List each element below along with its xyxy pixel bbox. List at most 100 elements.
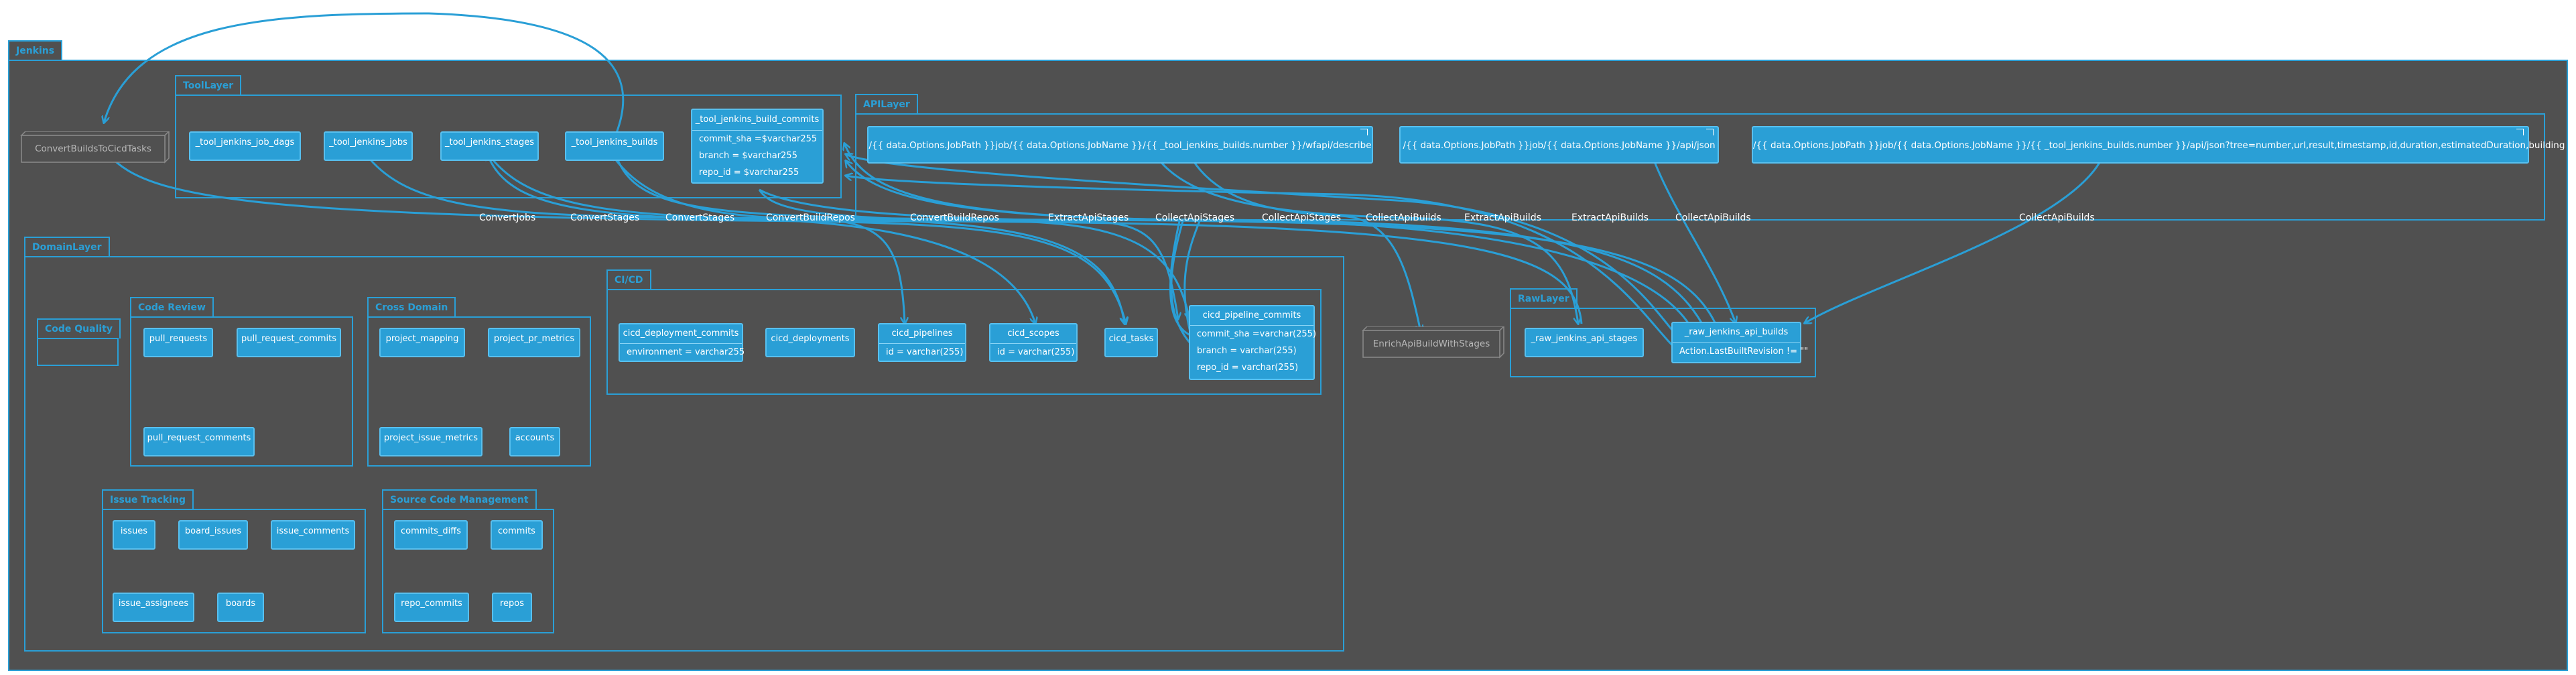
table-raw-jenkins-api-builds[interactable]: _raw_jenkins_api_builds Action.LastBuilt… bbox=[1671, 322, 1809, 363]
table-title: pull_request_comments bbox=[147, 433, 251, 443]
table-title: boards bbox=[225, 599, 256, 609]
table-repos[interactable]: repos bbox=[492, 593, 532, 622]
table-field: repo_id = varchar(255) bbox=[1197, 363, 1299, 373]
api-endpoint-json[interactable]: /{{ data.Options.JobPath }}job/{{ data.O… bbox=[1399, 126, 1719, 164]
table-tool-jenkins-jobs[interactable]: _tool_jenkins_jobs bbox=[324, 131, 413, 161]
table-title: repos bbox=[499, 599, 525, 609]
table-pull-requests[interactable]: pull_requests bbox=[143, 328, 213, 357]
edge-label-extract-api-stages: ExtractApiStages bbox=[1048, 212, 1129, 223]
table-project-mapping[interactable]: project_mapping bbox=[379, 328, 465, 357]
table-title: commits_diffs bbox=[400, 526, 461, 536]
edge-label-collect-api-builds-2: CollectApiBuilds bbox=[1675, 212, 1751, 223]
table-divider bbox=[620, 343, 742, 344]
package-tab-rawlayer: RawLayer bbox=[1510, 288, 1577, 308]
table-title: _tool_jenkins_stages bbox=[445, 137, 534, 147]
table-title: board_issues bbox=[184, 526, 242, 536]
table-cicd-deployments[interactable]: cicd_deployments bbox=[765, 328, 855, 357]
table-issues[interactable]: issues bbox=[113, 520, 155, 550]
edge-label-extract-api-builds-2: ExtractApiBuilds bbox=[1571, 212, 1649, 223]
table-title: pull_request_commits bbox=[241, 334, 337, 344]
table-field: commit_sha =$varchar255 bbox=[699, 134, 818, 144]
table-issue-assignees[interactable]: issue_assignees bbox=[113, 593, 194, 622]
edge-label-convert-build-repos-2: ConvertBuildRepos bbox=[910, 212, 999, 223]
package-tab-code-review: Code Review bbox=[130, 297, 214, 317]
table-cicd-pipelines[interactable]: cicd_pipelines id = varchar(255) bbox=[878, 323, 966, 362]
table-field: id = varchar(255) bbox=[886, 347, 964, 357]
package-tab-toollayer: ToolLayer bbox=[175, 75, 242, 95]
table-title: issues bbox=[120, 526, 148, 536]
table-repo-commits[interactable]: repo_commits bbox=[394, 593, 469, 622]
table-tool-jenkins-builds[interactable]: _tool_jenkins_builds bbox=[565, 131, 664, 161]
package-tab-apilayer: APILayer bbox=[855, 94, 918, 114]
table-title: repo_commits bbox=[401, 599, 462, 609]
package-tab-jenkins: Jenkins bbox=[8, 40, 63, 60]
table-commits-diffs[interactable]: commits_diffs bbox=[394, 520, 468, 550]
edge-label-convert-stages-1: ConvertStages bbox=[570, 212, 640, 223]
table-tool-jenkins-build-commits[interactable]: _tool_jenkins_build_commits commit_sha =… bbox=[691, 109, 824, 184]
edge-label-collect-api-stages-2: CollectApiStages bbox=[1262, 212, 1342, 223]
table-pull-request-commits[interactable]: pull_request_commits bbox=[237, 328, 341, 357]
table-cicd-tasks[interactable]: cicd_tasks bbox=[1104, 328, 1158, 357]
package-tab-domainlayer: DomainLayer bbox=[24, 237, 110, 257]
api-endpoint-wfapi-describe[interactable]: /{{ data.Options.JobPath }}job/{{ data.O… bbox=[867, 126, 1373, 164]
table-title: commits bbox=[498, 526, 535, 536]
api-endpoint-label: /{{ data.Options.JobPath }}job/{{ data.O… bbox=[1403, 140, 1716, 151]
table-divider bbox=[1673, 342, 1800, 343]
table-title: cicd_pipelines bbox=[891, 328, 953, 339]
table-title: pull_requests bbox=[149, 334, 208, 344]
table-issue-comments[interactable]: issue_comments bbox=[271, 520, 355, 550]
table-divider bbox=[990, 343, 1076, 344]
table-accounts[interactable]: accounts bbox=[509, 427, 560, 456]
table-title: _raw_jenkins_api_builds bbox=[1684, 327, 1789, 337]
edge-label-convert-jobs: ConvertJobs bbox=[479, 212, 536, 223]
table-title: _raw_jenkins_api_stages bbox=[1531, 334, 1638, 344]
package-tab-cicd: CI/CD bbox=[606, 269, 651, 290]
table-title: cicd_deployment_commits bbox=[623, 328, 739, 339]
table-boards[interactable]: boards bbox=[217, 593, 264, 622]
table-title: project_mapping bbox=[385, 334, 459, 344]
table-title: cicd_pipeline_commits bbox=[1202, 310, 1301, 320]
table-divider bbox=[1190, 325, 1313, 326]
table-cicd-pipeline-commits[interactable]: cicd_pipeline_commits commit_sha =varcha… bbox=[1189, 305, 1317, 380]
table-title: project_issue_metrics bbox=[383, 433, 478, 443]
node-convert-builds-to-cicd-tasks bbox=[20, 131, 170, 164]
package-code-quality bbox=[37, 338, 119, 366]
table-board-issues[interactable]: board_issues bbox=[178, 520, 248, 550]
table-cicd-scopes[interactable]: cicd_scopes id = varchar(255) bbox=[989, 323, 1078, 362]
table-field: id = varchar(255) bbox=[997, 347, 1075, 357]
table-field: branch = $varchar255 bbox=[699, 151, 797, 161]
table-title: project_pr_metrics bbox=[493, 334, 575, 344]
table-commits[interactable]: commits bbox=[491, 520, 543, 550]
table-field: Action.LastBuiltRevision != "" bbox=[1679, 347, 1809, 357]
package-tab-scm: Source Code Management bbox=[382, 489, 537, 509]
table-raw-jenkins-api-stages[interactable]: _raw_jenkins_api_stages bbox=[1525, 328, 1644, 357]
package-tab-issue-tracking: Issue Tracking bbox=[102, 489, 194, 509]
node-label-enrich: EnrichApiBuildWithStages bbox=[1372, 339, 1490, 349]
table-divider bbox=[879, 343, 965, 344]
table-title: _tool_jenkins_jobs bbox=[329, 137, 407, 147]
table-project-issue-metrics[interactable]: project_issue_metrics bbox=[379, 427, 482, 456]
table-pull-request-comments[interactable]: pull_request_comments bbox=[143, 427, 255, 456]
table-cicd-deployment-commits[interactable]: cicd_deployment_commits environment = va… bbox=[619, 323, 745, 362]
table-tool-jenkins-stages[interactable]: _tool_jenkins_stages bbox=[440, 131, 539, 161]
api-endpoint-label: /{{ data.Options.JobPath }}job/{{ data.O… bbox=[1753, 140, 2565, 151]
api-endpoint-tree[interactable]: /{{ data.Options.JobPath }}job/{{ data.O… bbox=[1752, 126, 2565, 164]
table-title: issue_assignees bbox=[118, 599, 189, 609]
node-enrich-api-build-with-stages bbox=[1362, 326, 1505, 359]
edge-label-extract-api-builds-1: ExtractApiBuilds bbox=[1464, 212, 1541, 223]
edge-label-collect-api-builds-3: CollectApiBuilds bbox=[2019, 212, 2095, 223]
edge-label-convert-build-repos-1: ConvertBuildRepos bbox=[766, 212, 855, 223]
table-project-pr-metrics[interactable]: project_pr_metrics bbox=[488, 328, 580, 357]
table-title: cicd_deployments bbox=[771, 334, 850, 344]
table-field: branch = varchar(255) bbox=[1197, 346, 1297, 356]
table-field: commit_sha =varchar(255) bbox=[1197, 329, 1317, 339]
edge-label-collect-api-stages-1: CollectApiStages bbox=[1155, 212, 1235, 223]
table-title: _tool_jenkins_builds bbox=[571, 137, 658, 147]
edge-label-convert-stages-2: ConvertStages bbox=[665, 212, 735, 223]
table-title: accounts bbox=[515, 433, 555, 443]
table-tool-jenkins-job-dags[interactable]: _tool_jenkins_job_dags bbox=[189, 131, 301, 161]
table-title: cicd_tasks bbox=[1108, 334, 1154, 344]
table-field: repo_id = $varchar255 bbox=[699, 168, 799, 178]
table-divider bbox=[692, 130, 822, 131]
